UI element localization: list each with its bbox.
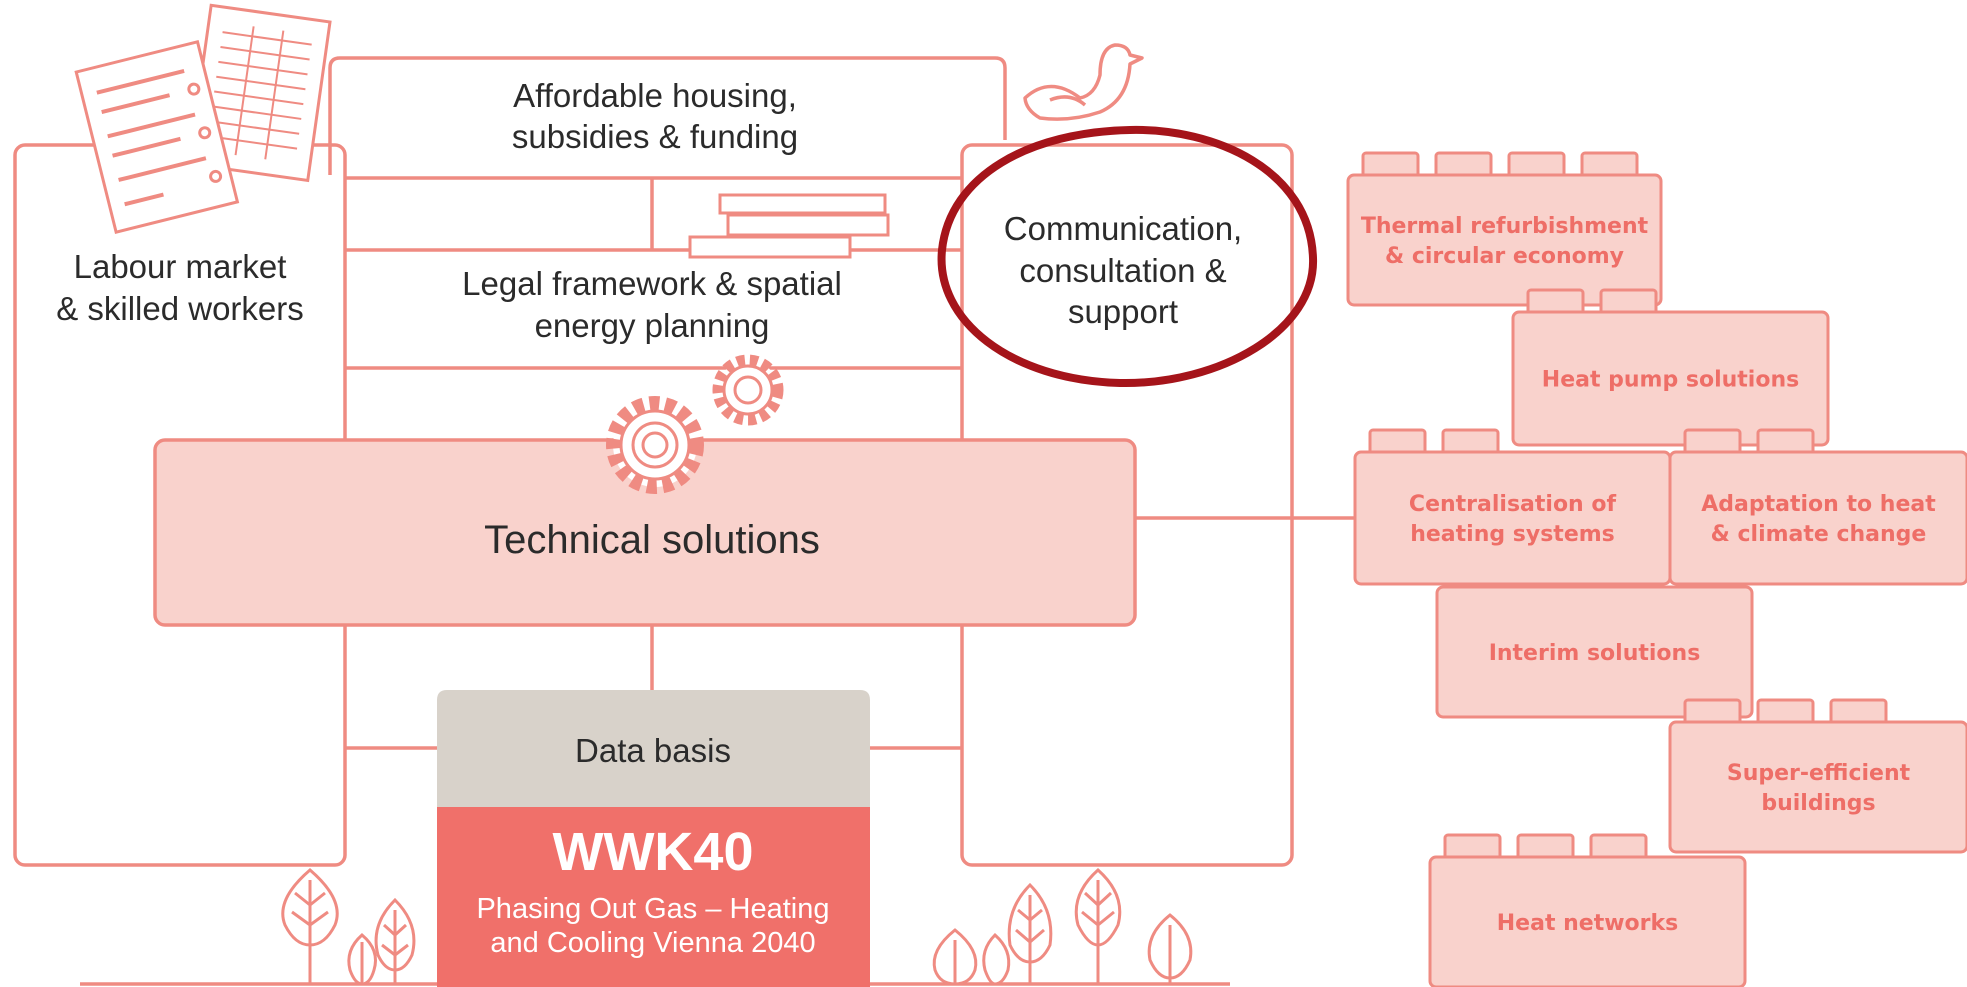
labour-market-label: Labour market & skilled workers <box>56 248 304 327</box>
books-icon <box>688 193 890 259</box>
svg-text:Labour market: Labour market <box>74 248 287 285</box>
block-label: & circular economy <box>1385 244 1624 269</box>
block-heat-pump-solutions: Heat pump solutions <box>1511 288 1830 447</box>
svg-text:and Cooling Vienna 2040: and Cooling Vienna 2040 <box>490 927 815 959</box>
technical-solutions-label: Technical solutions <box>484 518 820 562</box>
block-body <box>1668 450 1967 586</box>
block-label: & climate change <box>1711 522 1927 547</box>
framework-lines <box>13 56 1355 986</box>
block-super-efficient-buildings: Super-efficient buildings <box>1668 698 1967 854</box>
svg-text:support: support <box>1068 293 1178 330</box>
block-body <box>1353 450 1672 586</box>
wwk40-subtitle: Phasing Out Gas – Heating and Cooling Vi… <box>476 893 829 959</box>
block-label: Heat pump solutions <box>1542 368 1799 393</box>
data-basis-label: Data basis <box>575 732 731 769</box>
highlight-circle <box>937 125 1318 388</box>
gears-icon <box>606 354 784 494</box>
block-stud <box>1683 698 1742 726</box>
block-body <box>1435 585 1754 719</box>
building-blocks: Thermal refurbishment & circular economyH… <box>1346 151 1967 987</box>
data-basis-box <box>437 690 870 807</box>
svg-text:subsidies & funding: subsidies & funding <box>512 118 798 155</box>
block-stud <box>1526 288 1585 316</box>
wwk40-card <box>437 690 870 987</box>
svg-text:Legal framework & spatial: Legal framework & spatial <box>462 265 842 302</box>
svg-text:Phasing Out Gas – Heating: Phasing Out Gas – Heating <box>476 893 829 925</box>
svg-text:Communication,: Communication, <box>1004 210 1242 247</box>
tree-icon <box>281 867 1193 986</box>
wwk40-box <box>437 807 870 987</box>
block-stud <box>1443 833 1502 861</box>
block-label: Interim solutions <box>1489 641 1701 666</box>
block-label: heating systems <box>1410 522 1615 547</box>
block-stud <box>1756 428 1815 456</box>
block-heat-networks: Heat networks <box>1428 833 1747 987</box>
block-body <box>1668 720 1967 854</box>
block-label: Super-efficient <box>1727 761 1911 786</box>
bird-icon <box>1023 43 1144 121</box>
block-label: Adaptation to heat <box>1701 492 1936 517</box>
affordable-housing-label: Affordable housing, subsidies & funding <box>512 77 798 155</box>
svg-text:Affordable housing,: Affordable housing, <box>513 77 797 114</box>
communication-label: Communication, consultation & support <box>1004 210 1242 330</box>
block-stud <box>1756 698 1815 726</box>
block-adaptation: Adaptation to heat & climate change <box>1668 428 1967 586</box>
block-stud <box>1507 151 1566 179</box>
block-stud <box>1683 428 1742 456</box>
wwk40-title: WWK40 <box>553 822 754 882</box>
block-stud <box>1368 428 1427 456</box>
documents-icon <box>74 3 332 234</box>
block-stud <box>1441 428 1500 456</box>
block-label: Thermal refurbishment <box>1361 214 1649 239</box>
block-stud <box>1829 698 1888 726</box>
block-label: buildings <box>1761 791 1875 816</box>
svg-text:consultation &: consultation & <box>1019 252 1226 289</box>
block-thermal-refurbishment: Thermal refurbishment & circular economy <box>1346 151 1663 307</box>
block-body <box>1428 855 1747 987</box>
block-label: Heat networks <box>1497 911 1678 936</box>
block-stud <box>1434 151 1493 179</box>
block-body <box>1346 173 1663 307</box>
legal-framework-label: Legal framework & spatial energy plannin… <box>462 265 842 344</box>
block-stud <box>1580 151 1639 179</box>
block-stud <box>1516 833 1575 861</box>
block-body <box>1511 310 1830 447</box>
block-stud <box>1589 833 1648 861</box>
svg-text:energy planning: energy planning <box>535 307 770 344</box>
block-stud <box>1599 288 1658 316</box>
svg-text:& skilled workers: & skilled workers <box>56 290 304 327</box>
block-interim-solutions: Interim solutions <box>1435 585 1754 719</box>
block-stud <box>1361 151 1420 179</box>
block-label: Centralisation of <box>1409 492 1617 517</box>
block-centralisation: Centralisation of heating systems <box>1353 428 1672 586</box>
